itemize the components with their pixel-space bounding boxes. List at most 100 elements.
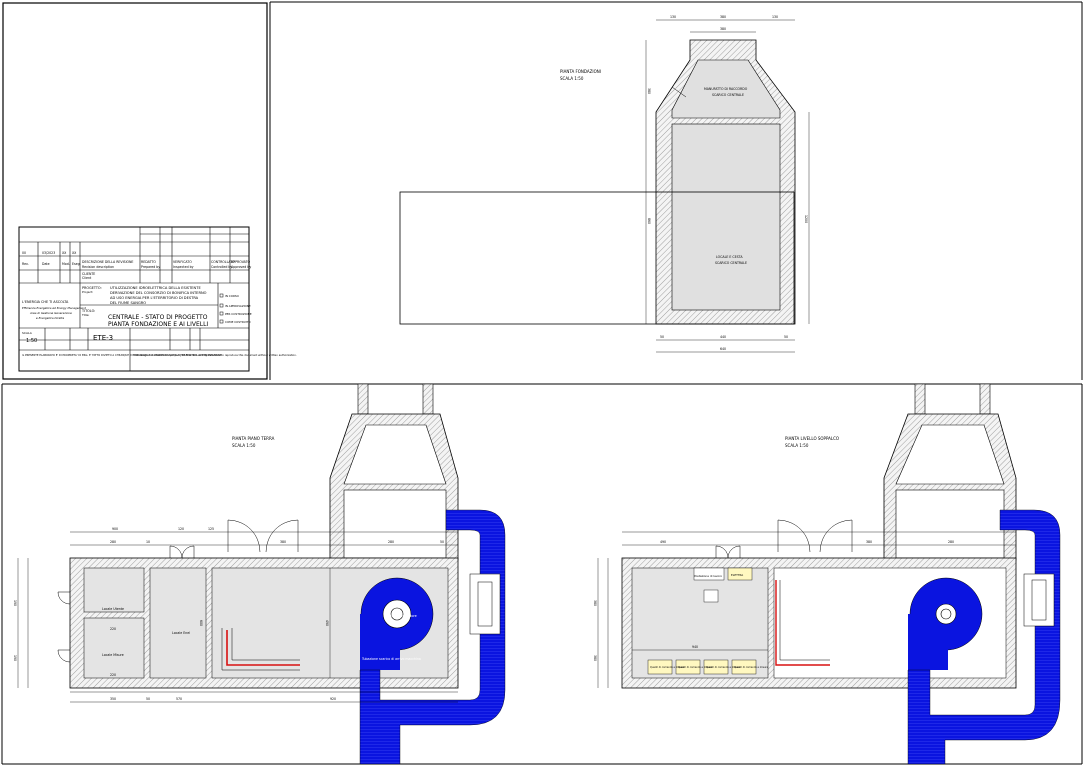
svg-text:130: 130 [772,15,778,19]
svg-text:380: 380 [866,540,872,544]
svg-text:380: 380 [720,27,726,31]
svg-text:380: 380 [593,655,597,661]
ground-outflow-pipe [359,509,506,765]
title-block [18,226,250,372]
svg-text:Area di Gestione Generazione: Area di Gestione Generazione [29,311,72,315]
svg-text:600: 600 [199,620,203,626]
ground-floor-plan: PIANTA PIANO TERRA SCALA 1:50 Locale Ute… [13,383,506,765]
svg-text:DERIVAZIONE DEL CONSORZIO DI B: DERIVAZIONE DEL CONSORZIO DI BONIFICA IN… [110,291,207,295]
svg-text:REDATTO: REDATTO [141,260,156,264]
svg-text:IL PRESENTE ELABORATO E' DI PR: IL PRESENTE ELABORATO E' DI PROPRIETA' D… [22,353,223,357]
foundation-plan: PIANTA FONDAZIONI SCALA 1:50 MANUFATTO D… [399,15,810,353]
svg-text:50: 50 [784,335,788,339]
svg-text:Mod.: Mod. [62,262,70,266]
svg-text:PIANTA LIVELLO SOPPALCO: PIANTA LIVELLO SOPPALCO [785,436,839,441]
svg-text:L'ENERGIA CHE TI ASCOLTA: L'ENERGIA CHE TI ASCOLTA [22,300,69,304]
svg-text:380: 380 [647,88,651,94]
svg-text:220: 220 [110,627,116,631]
svg-text:Inspected by: Inspected by [173,265,194,269]
svg-text:Quadri di comando e misura: Quadri di comando e misura [706,666,741,669]
mezzanine-outflow-pipe [907,509,1061,765]
svg-text:Postazione di lavoro: Postazione di lavoro [694,574,722,578]
svg-text:280: 280 [948,540,954,544]
svg-text:CONTROLLATO: CONTROLLATO [211,260,235,264]
svg-text:XX: XX [62,251,67,255]
svg-text:Efficienza Energetica ed Energ: Efficienza Energetica ed Energy Manageme… [22,306,87,310]
svg-text:940: 940 [692,645,698,649]
svg-text:IN APPROVAZIONE: IN APPROVAZIONE [225,304,251,308]
svg-text:03/2023: 03/2023 [42,251,55,255]
svg-text:PIANTA FONDAZIONE E AI LIVELLI: PIANTA FONDAZIONE E AI LIVELLI [108,321,208,328]
svg-text:TITOLO:: TITOLO: [81,309,95,313]
foundation-overlay-rect [399,191,795,325]
svg-text:Quadri di comando e misura: Quadri di comando e misura [734,666,769,669]
svg-text:MANUFATTO DI RACCORDO: MANUFATTO DI RACCORDO [704,87,748,91]
svg-text:1:50: 1:50 [26,338,37,344]
title-block-text: 00 03/2023 XX XX Rev. Date Mod. Eseg. DE… [22,251,297,357]
svg-text:DEL FIUME SANGRO: DEL FIUME SANGRO [110,301,146,305]
title-sheet-frame [2,2,268,380]
svg-text:XX: XX [72,251,77,255]
svg-text:860: 860 [647,218,651,224]
svg-text:440: 440 [720,335,726,339]
svg-text:Revision description: Revision description [82,265,114,269]
mezzanine-plan: PIANTA LIVELLO SOPPALCO SCALA 1:50 Posta… [593,383,1061,765]
svg-text:LOCALE E CESTA: LOCALE E CESTA [716,255,743,259]
svg-text:SCARICO CENTRALE: SCARICO CENTRALE [712,93,744,97]
svg-text:Quadri di comando e misura: Quadri di comando e misura [650,666,685,669]
svg-text:PROGETTO:: PROGETTO: [82,286,102,290]
svg-text:Approved by: Approved by [231,265,251,269]
svg-text:190: 190 [13,600,17,606]
svg-text:SCALA 1:50: SCALA 1:50 [785,443,809,448]
svg-text:10: 10 [146,540,150,544]
svg-text:380: 380 [593,600,597,606]
svg-text:190: 190 [13,655,17,661]
svg-text:SCALA: SCALA [22,331,33,335]
svg-text:380: 380 [280,540,286,544]
svg-text:PIANTA FONDAZIONI: PIANTA FONDAZIONI [560,69,601,74]
svg-text:CLIENTE: CLIENTE [82,272,95,276]
svg-text:Locale Enel: Locale Enel [172,631,190,635]
svg-text:VERIFICATO: VERIFICATO [173,260,192,264]
svg-text:AD USO ENERGIA PER L'ETERRITOR: AD USO ENERGIA PER L'ETERRITORIO DI DEST… [110,296,199,300]
svg-text:920: 920 [330,697,336,701]
svg-text:PIANTA PIANO TERRA: PIANTA PIANO TERRA [232,436,275,441]
svg-text:Project:: Project: [82,290,93,294]
svg-text:Rev.: Rev. [22,262,29,266]
svg-text:Client: Client [82,276,92,280]
svg-text:Controlled by: Controlled by [211,265,232,269]
svg-text:DESCRIZIONE DELLA REVISIONE: DESCRIZIONE DELLA REVISIONE [82,260,133,264]
svg-text:PER COSTRUZIONE: PER COSTRUZIONE [225,312,252,316]
svg-text:00: 00 [22,251,26,255]
svg-text:125: 125 [208,527,214,531]
svg-text:Centrale Generatore: Centrale Generatore [384,614,417,618]
svg-text:Prepared by: Prepared by [141,265,160,269]
svg-text:This design document is the pr: This design document is the property of … [133,353,297,357]
svg-text:Title:: Title: [81,313,89,317]
svg-text:130: 130 [670,15,676,19]
svg-text:ETE-3: ETE-3 [93,334,113,342]
svg-text:Locale Utente: Locale Utente [102,607,124,611]
svg-text:570: 570 [176,697,182,701]
svg-text:220: 220 [110,673,116,677]
svg-text:SCALA 1:50: SCALA 1:50 [232,443,256,448]
svg-text:SCARICO CENTRALE: SCARICO CENTRALE [715,261,747,265]
svg-text:e Energetica Diretta: e Energetica Diretta [36,316,65,320]
svg-text:COME COSTRUITO: COME COSTRUITO [225,320,251,324]
svg-text:490: 490 [325,620,329,626]
svg-text:640: 640 [720,347,726,351]
svg-text:350: 350 [110,697,116,701]
svg-text:Quadri di comando e misura: Quadri di comando e misura [678,666,713,669]
svg-text:SCALA 1:50: SCALA 1:50 [560,76,584,81]
svg-text:Tubazione scarico di arrivo ma: Tubazione scarico di arrivo macchina [361,657,421,661]
svg-text:UTILIZZAZIONE IDROELETTRICA DE: UTILIZZAZIONE IDROELETTRICA DELLA ESISTE… [110,286,201,290]
svg-text:280: 280 [110,540,116,544]
svg-text:900: 900 [112,527,118,531]
svg-text:280: 280 [388,540,394,544]
svg-text:Date: Date [42,262,50,266]
svg-text:Eseg.: Eseg. [72,262,81,266]
svg-text:1200: 1200 [804,215,808,223]
svg-text:ELETTRA: ELETTRA [731,573,743,577]
svg-text:IN CORSO: IN CORSO [225,294,240,298]
